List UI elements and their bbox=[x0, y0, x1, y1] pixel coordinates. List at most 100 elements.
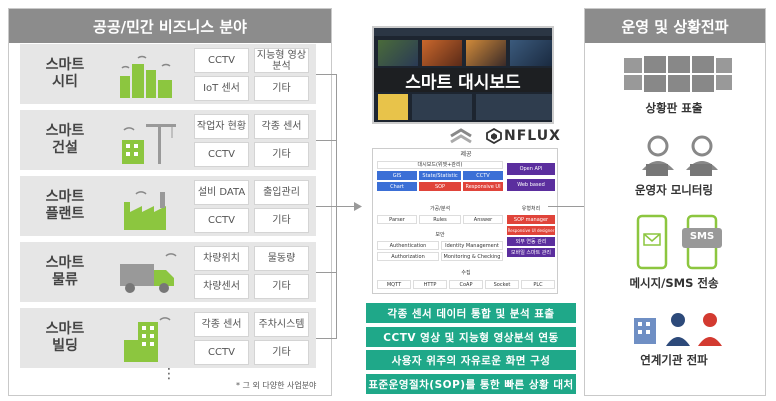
row-label-line2: 물류 bbox=[52, 272, 78, 288]
row-smart-plant: 스마트 플랜트 설비 DATA 출입관리 CCTV 기타 bbox=[20, 176, 316, 236]
cell: 기타 bbox=[254, 76, 309, 101]
arch-title: 제공 bbox=[460, 151, 472, 158]
connector-line bbox=[316, 206, 336, 207]
row-label-line1: 스마트 bbox=[45, 123, 85, 139]
row-label: 스마트 물류 bbox=[20, 242, 110, 302]
row-smart-city: 스마트 시티 CCTV 지능형 영상분석 IoT 센서 기타 bbox=[20, 44, 316, 104]
arch-gis: GIS bbox=[377, 171, 417, 180]
architecture-diagram: 제공 대시보드(위젯+관리) GIS State/Statistic CCTV … bbox=[372, 148, 558, 294]
item-label: 연계기관 전파 bbox=[640, 353, 708, 367]
cell: 각종 센서 bbox=[254, 114, 309, 139]
dashboard-video bbox=[422, 40, 462, 66]
dashboard-topbar bbox=[374, 28, 552, 36]
row-label-line2: 건설 bbox=[52, 140, 78, 156]
row-label-line1: 스마트 bbox=[45, 189, 85, 205]
item-label: 메시지/SMS 전송 bbox=[629, 276, 719, 290]
connector-line bbox=[336, 206, 356, 207]
arch-coap: CoAP bbox=[449, 280, 483, 289]
row-label-line1: 스마트 bbox=[45, 57, 85, 73]
cell: 설비 DATA bbox=[194, 180, 249, 205]
row-label-line2: 빌딩 bbox=[52, 338, 78, 354]
arch-sop-manager: SOP manager bbox=[507, 215, 555, 224]
connector-line bbox=[316, 74, 336, 75]
feature-bar: 표준운영절차(SOP)를 통한 빠른 상황 대처 bbox=[366, 374, 576, 394]
arch-chart: Chart bbox=[377, 182, 417, 191]
arch-monitoring: Monitoring & Checking bbox=[441, 252, 503, 261]
arch-open-api: Open API bbox=[507, 163, 555, 175]
row-smart-construction: 스마트 건설 작업자 현황 각종 센서 CCTV 기타 bbox=[20, 110, 316, 170]
operators-monitoring-icon bbox=[642, 135, 718, 176]
cell: CCTV bbox=[194, 340, 249, 365]
arch-analysis-title: 가공/분석 bbox=[429, 206, 451, 212]
row-label-line1: 스마트 bbox=[45, 321, 85, 337]
arch-linkage-2: 모바일 스마트 관리 bbox=[507, 248, 555, 257]
arch-dashboard-header: 대시보드(위젯+관리) bbox=[377, 161, 503, 169]
arch-plc: PLC bbox=[521, 280, 555, 289]
arch-http: HTTP bbox=[413, 280, 447, 289]
dashboard-label-band: 스마트 대시보드 bbox=[374, 68, 552, 93]
cell: CCTV bbox=[194, 48, 249, 73]
nflux-logo-icon bbox=[486, 128, 502, 144]
cell: 차량위치 bbox=[194, 246, 249, 271]
cell: IoT 센서 bbox=[194, 76, 249, 101]
cell: 지능형 영상분석 bbox=[254, 48, 309, 73]
agencies-icon bbox=[634, 313, 722, 346]
cell: 작업자 현황 bbox=[194, 114, 249, 139]
nflux-brand: NFLUX bbox=[504, 128, 561, 144]
cell: 기타 bbox=[254, 208, 309, 233]
dashboard-preview: 스마트 대시보드 bbox=[372, 26, 554, 124]
cell: 출입관리 bbox=[254, 180, 309, 205]
cell: 주차시스템 bbox=[254, 312, 309, 337]
mobile-message-icon bbox=[636, 214, 722, 270]
arch-authentication: Authentication bbox=[377, 241, 439, 250]
arch-state: State/Statistic bbox=[419, 171, 461, 180]
arch-answer: Answer bbox=[463, 215, 503, 224]
building-icon bbox=[124, 317, 171, 362]
cell: CCTV bbox=[194, 208, 249, 233]
item-label: 상황판 표출 bbox=[645, 101, 703, 115]
arch-linkage-title: 유형처리 bbox=[521, 206, 541, 212]
operations-title: 운영 및 상황전파 bbox=[585, 9, 765, 43]
arch-sop: SOP bbox=[419, 182, 461, 191]
connector-line bbox=[316, 272, 336, 273]
connector-line bbox=[316, 140, 336, 141]
cell: 기타 bbox=[254, 142, 309, 167]
chevron-up-icon bbox=[450, 128, 472, 144]
row-label: 스마트 플랜트 bbox=[20, 176, 110, 236]
cell: 물동량 bbox=[254, 246, 309, 271]
cell: 기타 bbox=[254, 340, 309, 365]
arch-cctv: CCTV bbox=[463, 171, 503, 180]
cell: 기타 bbox=[254, 274, 309, 299]
row-label: 스마트 건설 bbox=[20, 110, 110, 170]
footnote: * 그 외 다양한 사업분야 bbox=[236, 381, 317, 390]
arrow-head-icon bbox=[354, 202, 362, 211]
city-icon bbox=[120, 55, 172, 98]
dashboard-widget bbox=[476, 94, 552, 120]
arch-identity: Identity Management bbox=[441, 241, 503, 250]
arch-linkage-1: 외부 연동 관리 bbox=[507, 237, 555, 246]
cell: CCTV bbox=[194, 142, 249, 167]
item-label: 운영자 모니터링 bbox=[634, 183, 714, 197]
row-label-line2: 플랜트 bbox=[45, 206, 85, 222]
arch-responsive: Responsive UI bbox=[463, 182, 503, 191]
arch-parser: Parser bbox=[377, 215, 417, 224]
arch-security-title: 보안 bbox=[435, 232, 445, 238]
arch-web-based: Web based bbox=[507, 179, 555, 191]
arch-collect-title: 수집 bbox=[461, 270, 471, 276]
feature-bar: 각종 센서 데이터 통합 및 분석 표출 bbox=[366, 303, 576, 323]
construction-icon bbox=[122, 124, 176, 164]
dashboard-video bbox=[466, 40, 506, 66]
connector-line bbox=[548, 206, 592, 207]
row-smart-logistics: 스마트 물류 차량위치 물동량 차량센서 기타 bbox=[20, 242, 316, 302]
feature-bar: CCTV 영상 및 지능형 영상분석 연동 bbox=[366, 327, 576, 347]
dashboard-widget bbox=[412, 94, 472, 120]
dashboard-widget bbox=[378, 94, 408, 120]
arch-mqtt: MQTT bbox=[377, 280, 411, 289]
row-smart-building: 스마트 빌딩 각종 센서 주차시스템 CCTV 기타 bbox=[20, 308, 316, 368]
connector-line bbox=[316, 338, 336, 339]
truck-icon bbox=[120, 253, 177, 293]
feature-bar: 사용자 위주의 자유로운 화면 구성 bbox=[366, 350, 576, 370]
row-label: 스마트 빌딩 bbox=[20, 308, 110, 368]
row-label: 스마트 시티 bbox=[20, 44, 110, 104]
business-fields-title: 공공/민간 비즈니스 분야 bbox=[9, 9, 331, 43]
